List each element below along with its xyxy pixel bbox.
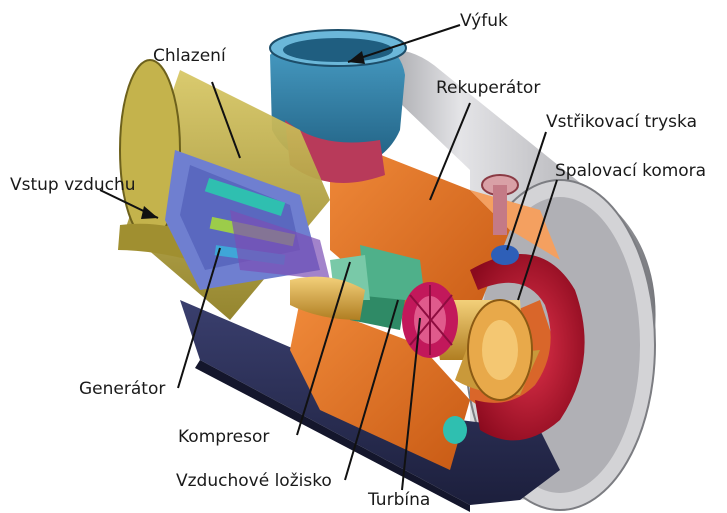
label-cooling: Chlazení [153,46,227,66]
label-air-bearing: Vzduchové ložisko [176,471,332,491]
label-exhaust: Výfuk [460,11,508,31]
label-injector: Vstřikovací tryska [546,112,697,132]
label-air-inlet: Vstup vzduchu [10,175,136,195]
label-combustor: Spalovací komora [555,161,706,181]
label-generator: Generátor [79,379,165,399]
label-compressor: Kompresor [178,427,269,447]
label-turbine: Turbína [367,490,430,510]
label-recuperator: Rekuperátor [436,78,540,98]
turbine-rotor [402,282,458,358]
